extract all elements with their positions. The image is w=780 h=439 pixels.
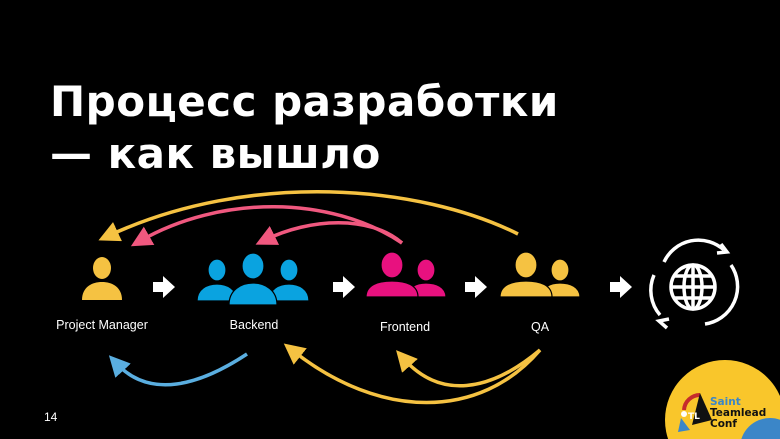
arrow-qa-to-backend <box>283 343 542 405</box>
title-line-2: — как вышло <box>50 129 381 178</box>
role-label-project-manager: Project Manager <box>56 318 148 332</box>
globe-refresh-icon <box>649 238 740 330</box>
flow-arrow-4 <box>610 276 632 298</box>
conference-logo: TL <box>665 360 780 439</box>
arrow-backend-to-pm <box>108 352 248 387</box>
flow-arrow-2 <box>333 276 355 298</box>
logo-text: Saint Teamlead Conf <box>710 397 766 430</box>
user-group-two-icon-qa <box>499 251 581 298</box>
logo-line-conf: Conf <box>710 418 737 430</box>
logo-badge: TL <box>688 412 700 422</box>
role-label-qa: QA <box>530 320 550 334</box>
page-number: 14 <box>44 410 58 424</box>
arrow-frontend-to-backend <box>255 221 404 245</box>
user-group-two-icon-frontend <box>365 251 447 298</box>
logo-line-saint: Saint <box>710 396 741 408</box>
flow-arrows <box>153 276 632 298</box>
arrow-qa-to-frontend <box>396 348 542 388</box>
logo-line-teamlead: Teamlead <box>710 407 767 419</box>
user-group-three-icon <box>196 252 310 306</box>
flow-arrow-1 <box>153 276 175 298</box>
title-line-1: Процесс разработки <box>50 77 559 126</box>
single-user-icon <box>82 257 122 300</box>
role-label-backend: Backend <box>229 318 279 332</box>
role-label-frontend: Frontend <box>379 320 431 334</box>
arrow-qa-to-pm <box>98 189 519 242</box>
flow-arrow-3 <box>465 276 487 298</box>
slide-title: Процесс разработки — как вышло <box>50 76 559 180</box>
